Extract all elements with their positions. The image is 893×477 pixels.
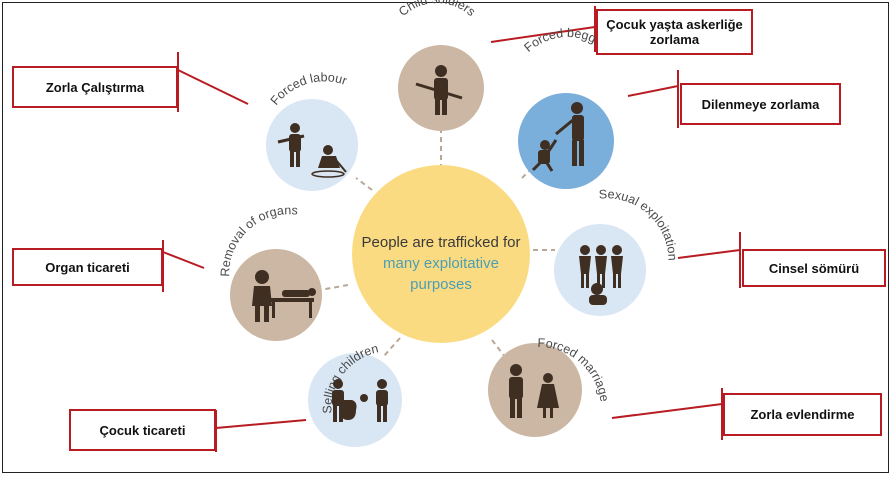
callout-sexual-exploitation: Cinsel sömürü bbox=[742, 249, 886, 287]
connector-forced-marriage bbox=[491, 339, 506, 358]
marriage-couple-icon bbox=[509, 364, 559, 418]
leader-forced-labour bbox=[177, 69, 249, 105]
node-circle-forced-labour bbox=[266, 99, 358, 191]
surgery-table-icon bbox=[252, 270, 316, 322]
connector-selling-children bbox=[383, 337, 401, 357]
node-circle-removal-of-organs bbox=[230, 249, 322, 341]
callout-forced-marriage: Zorla evlendirme bbox=[723, 393, 882, 436]
soldier-with-rifle-icon bbox=[415, 65, 463, 115]
callout-forced-begging: Dilenmeye zorlama bbox=[680, 83, 841, 125]
center-text-line1: People are trafficked for bbox=[362, 234, 521, 251]
callout-child-soldiers: Çocuk yaşta askerliğe zorlama bbox=[596, 9, 753, 55]
leader-forced-marriage bbox=[611, 403, 723, 419]
leader-forced-begging bbox=[627, 85, 679, 97]
center-text-line2: many exploitative bbox=[383, 255, 499, 272]
connector-removal-of-organs bbox=[319, 284, 349, 291]
node-circle-forced-begging bbox=[518, 93, 614, 189]
leader-selling-children bbox=[215, 419, 307, 429]
money-bag-exchange-icon bbox=[332, 379, 388, 422]
callout-selling-children: Çocuk ticareti bbox=[69, 409, 216, 451]
connector-forced-labour bbox=[355, 177, 373, 191]
callout-leaders bbox=[162, 6, 741, 452]
leader-child-soldiers bbox=[490, 26, 596, 43]
guard-and-worker-icon bbox=[277, 123, 347, 178]
node-label-child-soldiers: Child soldiers bbox=[396, 0, 478, 19]
begging-figures-icon bbox=[531, 102, 584, 172]
exploited-women-icon bbox=[579, 245, 623, 305]
callout-removal-of-organs: Organ ticareti bbox=[12, 248, 163, 286]
node-circle-selling-children bbox=[308, 353, 402, 447]
center-text-line3: purposes bbox=[410, 276, 472, 293]
leader-removal-of-organs bbox=[162, 251, 205, 269]
leader-sexual-exploitation bbox=[677, 249, 741, 259]
center-circle bbox=[352, 165, 530, 343]
callout-forced-labour: Zorla Çalıştırma bbox=[12, 66, 178, 108]
